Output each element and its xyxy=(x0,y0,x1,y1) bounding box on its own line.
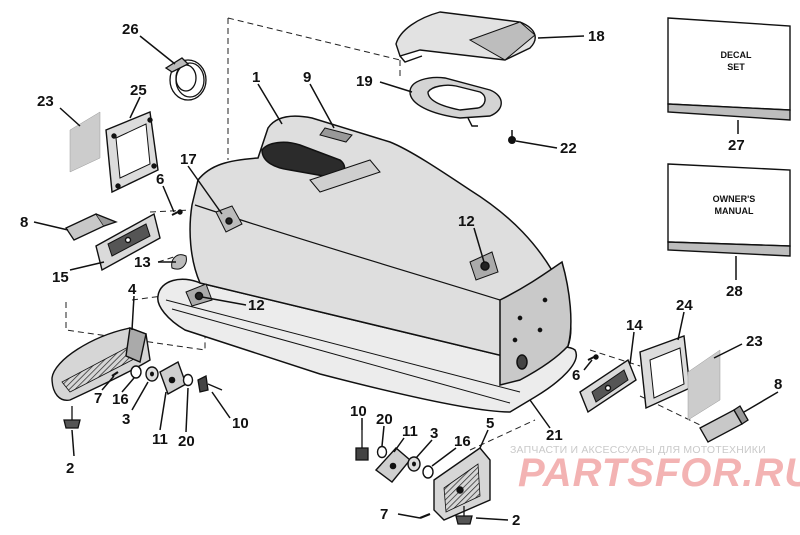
callout-4: 4 xyxy=(128,281,137,298)
latch-plate-right xyxy=(579,358,637,414)
callout-8-right: 8 xyxy=(774,376,782,393)
screw-7-left xyxy=(111,371,119,377)
washer-16-right xyxy=(422,465,434,479)
mount-bracket-right xyxy=(433,447,491,521)
decal-23-left xyxy=(69,111,101,173)
callout-21: 21 xyxy=(546,427,563,444)
callout-26: 26 xyxy=(122,21,139,38)
bolt-10-right xyxy=(355,430,369,461)
screw-7-right xyxy=(419,512,431,520)
callout-1: 1 xyxy=(252,69,260,86)
cover-vent xyxy=(319,127,353,143)
callout-5: 5 xyxy=(486,415,494,432)
latch-plate-left xyxy=(95,212,161,272)
callout-10-right: 10 xyxy=(350,403,367,420)
callout-2-left: 2 xyxy=(66,460,74,477)
washer-3-left xyxy=(145,366,159,382)
callout-2-right: 2 xyxy=(512,512,520,529)
callout-10-left: 10 xyxy=(232,415,249,432)
callout-23-right: 23 xyxy=(746,333,763,350)
callout-12-front: 12 xyxy=(248,297,265,314)
engine-cover xyxy=(157,115,578,413)
watermark: ЗАПЧАСТИ И АКСЕССУАРЫ ДЛЯ МОТОТЕХНИКИ PA… xyxy=(510,444,800,495)
watermark-logo: PARTSFOR.RU xyxy=(518,451,800,495)
callout-27: 27 xyxy=(728,137,745,154)
callout-7-right: 7 xyxy=(380,506,388,523)
watermark-caption: ЗАПЧАСТИ И АКСЕССУАРЫ ДЛЯ МОТОТЕХНИКИ xyxy=(510,444,766,456)
callout-9: 9 xyxy=(303,69,311,86)
bolt-10-left xyxy=(197,375,223,393)
washer-20-right xyxy=(376,445,388,459)
latch-handle-right xyxy=(699,405,749,443)
owners-manual-box xyxy=(667,163,791,257)
plate-25 xyxy=(105,111,159,194)
leader-lines xyxy=(33,35,779,521)
callout-6-left: 6 xyxy=(156,171,164,188)
screw-22 xyxy=(508,130,516,144)
callout-7-left: 7 xyxy=(94,390,102,407)
callout-25: 25 xyxy=(130,82,147,99)
callout-14: 14 xyxy=(626,317,643,334)
callout-13: 13 xyxy=(134,254,151,271)
callout-11-right: 11 xyxy=(402,423,418,440)
callout-28: 28 xyxy=(726,283,743,300)
callout-18: 18 xyxy=(588,28,605,45)
hatch-gasket xyxy=(409,76,502,127)
callout-11-left: 11 xyxy=(152,431,168,448)
decal-set-label-line1: DECAL xyxy=(721,50,753,60)
owners-manual-label-line2: MANUAL xyxy=(715,206,754,216)
callout-24: 24 xyxy=(676,297,693,314)
callout-20-right: 20 xyxy=(376,411,393,428)
cover-side-panel xyxy=(499,260,572,386)
owners-manual-label-line1: OWNER'S xyxy=(713,194,756,204)
plate-24 xyxy=(639,335,691,410)
grommet-right xyxy=(469,251,499,281)
hatch-cover xyxy=(395,11,536,63)
bolt-2-left xyxy=(63,406,81,429)
callout-12-right: 12 xyxy=(458,213,475,230)
cover-knob xyxy=(171,254,187,270)
callout-3-left: 3 xyxy=(122,411,130,428)
callout-8-left: 8 xyxy=(20,214,28,231)
decal-set-label-line2: SET xyxy=(727,62,745,72)
grommet-front xyxy=(185,283,213,307)
plate-11-left xyxy=(159,360,187,396)
callout-6-right: 6 xyxy=(572,367,580,384)
callout-15: 15 xyxy=(52,269,69,286)
callout-17: 17 xyxy=(180,151,197,168)
cover-clip xyxy=(215,205,243,233)
washer-3-right xyxy=(407,456,421,472)
wire-harness-coil xyxy=(164,57,207,101)
callout-16-right: 16 xyxy=(454,433,471,450)
callout-numbers: 1 9 26 18 19 22 23 25 17 6 8 15 13 12 12… xyxy=(20,21,782,529)
callout-3-right: 3 xyxy=(430,425,438,442)
screw-6-right xyxy=(587,354,599,361)
callout-23-left: 23 xyxy=(37,93,54,110)
washer-20-left xyxy=(182,373,194,387)
callout-20-left: 20 xyxy=(178,433,195,450)
latch-handle-left xyxy=(65,213,118,241)
callout-16-left: 16 xyxy=(112,391,129,408)
screw-6-left xyxy=(171,209,183,216)
washer-16-left xyxy=(130,365,142,379)
callout-19: 19 xyxy=(356,73,373,90)
decal-set-box xyxy=(667,17,791,121)
bolt-2-right xyxy=(455,506,473,525)
decal-23-right xyxy=(687,349,721,421)
callout-22: 22 xyxy=(560,140,577,157)
